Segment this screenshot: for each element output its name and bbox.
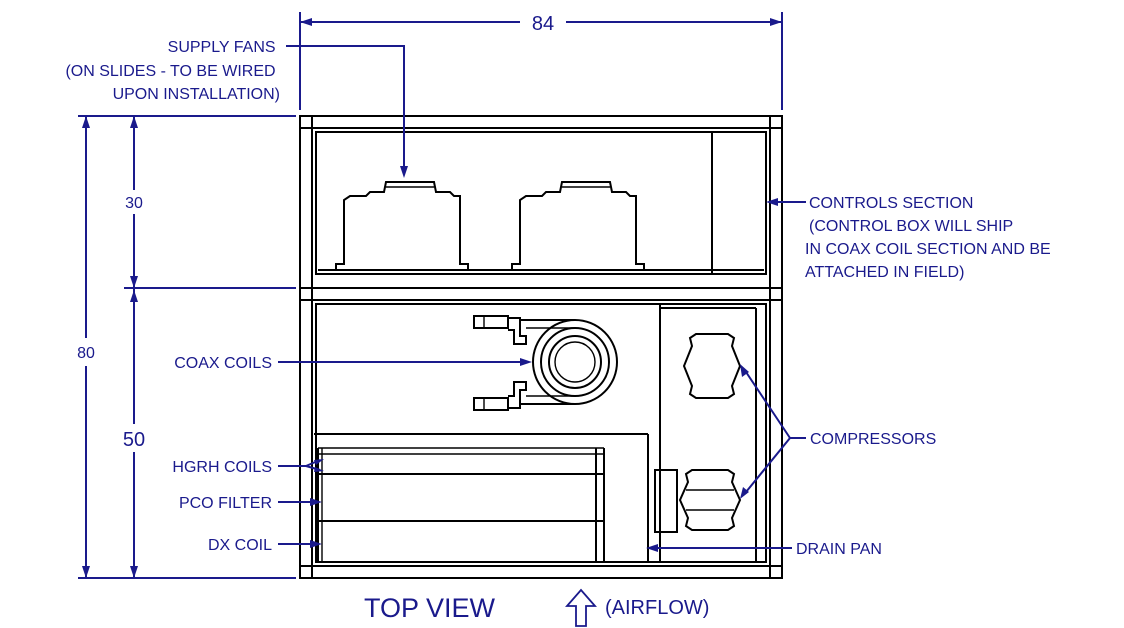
arrow-head [130,566,138,578]
arrow-head [314,467,324,472]
unit-outer-frame [299,115,783,579]
supply-fan-2 [511,181,645,270]
arrow-head [82,116,90,128]
coax-fitting-top [508,317,527,345]
arrow-head [766,198,778,206]
airflow-arrow-icon [565,588,597,627]
fan-section [315,131,767,275]
arrow-head [314,459,324,465]
coil-stack [314,433,649,562]
fan-section-inner [315,131,767,275]
coax-coils-label: COAX COILS [174,355,272,372]
airflow-label: (AIRFLOW) [605,597,709,619]
arrow-head [740,487,749,499]
drain-pan-label: DRAIN PAN [796,541,882,558]
pco-filter-label: PCO FILTER [179,495,272,512]
arrow-head [130,290,138,302]
compressors-label: COMPRESSORS [810,431,936,448]
unit-outline [299,115,783,579]
leader-coax-coils [278,358,532,366]
total-depth-dimension: 80 [77,345,95,362]
coax-coil [473,315,618,411]
arrow-head [646,544,658,552]
leader-supply-fans [286,45,408,178]
arrow-head [770,18,782,26]
arrow-head [130,116,138,128]
compressor-mount [654,469,678,533]
arrow-head [82,566,90,578]
leader-drain-pan [646,544,792,552]
lower-depth-dimension: 50 [123,429,145,451]
upper-depth-dimension: 30 [125,195,143,212]
coax-fitting-bottom [508,381,527,409]
arrow-head [400,166,408,178]
coax-fitting-bottom [473,397,509,411]
leader-dx-coil [278,540,322,548]
view-title: TOP VIEW [364,593,496,623]
compressor-2 [654,469,742,533]
dimension-lower-depth: 50 [123,288,145,578]
dimension-width: 84 [299,12,783,110]
arrow-head [740,364,749,377]
coax-fitting-top [473,315,509,329]
width-dimension: 84 [532,13,554,35]
controls-section-label: CONTROLS SECTION (CONTROL BOX WILL SHIP … [805,195,1055,281]
leader-controls-section [766,198,806,206]
dimension-upper-depth: 30 [124,116,296,289]
dimension-total-depth: 80 [77,115,296,579]
hgrh-coils-label: HGRH COILS [172,459,272,476]
dx-coil-label: DX COIL [208,537,272,554]
arrow-head [130,276,138,288]
supply-fans-label: SUPPLY FANS (ON SLIDES - TO BE WIRED UPO… [65,39,280,103]
coil-section [314,303,767,563]
arrow-head [300,18,312,26]
coax-coil-outer [532,319,618,405]
supply-fan-1 [335,181,469,270]
arrow-head [310,540,322,548]
coax-coil-ring [548,335,602,389]
coax-coil-ring [540,327,610,397]
coax-coil-core [554,341,596,383]
leader-compressors [740,364,806,499]
arrow-head [520,358,532,366]
compressor-1 [682,333,742,399]
leader-hgrh-coils [278,459,324,472]
arrow-head [310,498,322,506]
leader-pco-filter [278,498,322,506]
